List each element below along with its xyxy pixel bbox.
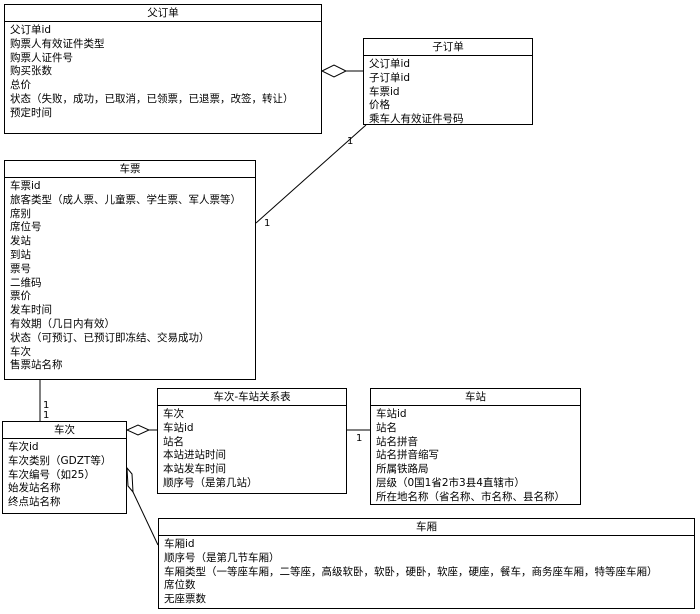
attribute: 二维码 [10,276,42,289]
attribute: 车次类别（GDZT等） [8,454,112,467]
attribute: 终点站名称 [8,496,61,509]
attribute: 顺序号（是第几节车厢） [164,551,280,564]
multiplicity-station: 1 [356,433,362,444]
attribute: 到站 [10,248,31,261]
attribute: 站名 [376,421,397,434]
attribute: 乘车人有效证件号码 [369,113,464,126]
attribute: 有效期（几日内有效） [10,317,115,330]
entity-title: 车次-车站关系表 [158,389,346,406]
attribute: 站名拼音 [376,435,418,448]
attribute: 席位号 [10,221,42,234]
attribute: 子订单id [369,71,411,84]
attribute: 状态（失败，成功，已取消，已领票，已退票，改签，转让） [10,92,294,105]
attribute: 站名 [163,435,184,448]
attribute: 售票站名称 [10,359,63,372]
attribute: 层级（0国1省2市3县4直辖市） [376,476,525,489]
attribute: 购买张数 [10,65,52,78]
attribute: 无座票数 [164,593,206,606]
multiplicity-ticket-side: 1 [264,218,270,229]
attribute: 车站id [376,408,407,420]
link-train-carriage [132,491,159,546]
attribute: 顺序号（是第几站） [163,476,258,489]
attribute: 车次 [163,408,184,420]
attribute: 父订单id [10,24,52,36]
entity-title: 车站 [371,389,580,406]
attribute: 车站id [163,421,194,434]
aggregation-diamond-parent-order [320,64,348,78]
attribute: 车次 [10,345,31,358]
attribute: 票价 [10,290,31,303]
attribute: 席别 [10,207,31,220]
multiplicity-child-top: 1 [347,136,353,147]
attribute: 状态（可预订、已预订即冻结、交易成功） [10,331,210,344]
attribute: 所在地名称（省名称、市名称、县名称） [376,490,565,503]
entity-title: 车厢 [159,519,694,536]
attribute: 站名拼音缩写 [376,449,439,462]
link-child-ticket [255,124,367,224]
attribute: 旅客类型（成人票、儿童票、学生票、军人票等） [10,193,241,206]
aggregation-diamond-train-relation [125,424,151,436]
attribute: 本站发车时间 [163,463,226,476]
multiplicity-ticket-train-upper: 1 [43,400,49,411]
attribute: 本站进站时间 [163,449,226,462]
attribute: 车次编号（如25） [8,468,95,481]
attribute: 席位数 [164,579,196,592]
attribute: 购票人有效证件类型 [10,37,105,50]
aggregation-diamond-train-carriage [126,466,134,494]
attribute: 车次id [8,441,39,453]
attribute: 父订单id [369,58,411,70]
entity-title: 父订单 [5,5,321,22]
attribute: 车票id [10,180,41,192]
attribute: 预定时间 [10,106,52,119]
attribute: 车厢类型（一等座车厢，二等座，高级软卧，软卧，硬卧，软座，硬座，餐车，商务座车厢… [164,565,658,578]
entity-title: 子订单 [364,39,532,56]
attribute: 发车时间 [10,304,52,317]
attribute: 总价 [10,79,31,92]
entity-title: 车次 [3,422,126,439]
attribute: 价格 [369,99,390,112]
attribute: 车厢id [164,538,195,550]
entity-title: 车票 [5,161,255,178]
attribute: 车票id [369,85,400,98]
multiplicity-ticket-train-lower: 1 [43,410,49,421]
attribute: 购票人证件号 [10,51,73,64]
attribute: 始发站名称 [8,482,61,495]
attribute: 发站 [10,235,31,248]
attribute: 票号 [10,262,31,275]
attribute: 所属铁路局 [376,463,429,476]
